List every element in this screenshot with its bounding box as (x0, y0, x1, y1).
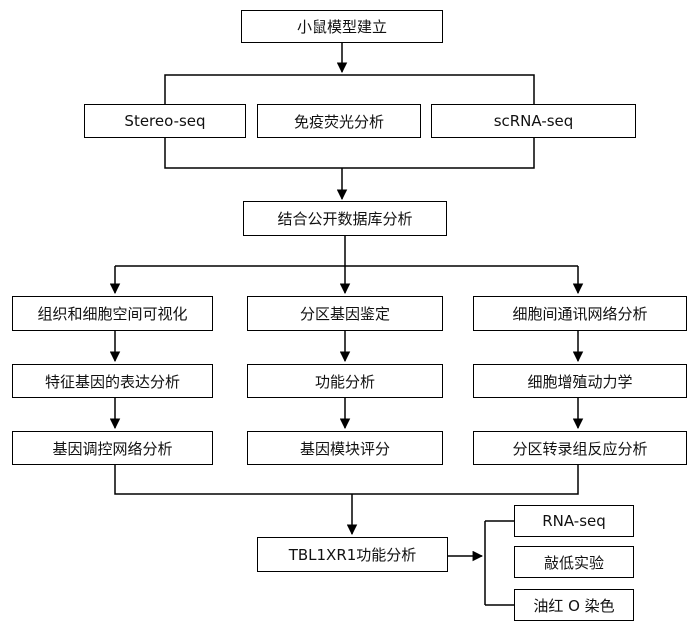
node-stereo-seq: Stereo-seq (84, 104, 246, 138)
line-bottom-merge (114, 465, 579, 495)
node-zone-transcriptome-response: 分区转录组反应分析 (473, 431, 687, 465)
node-scrna-seq: scRNA-seq (431, 104, 636, 138)
node-functional-analysis: 功能分析 (247, 364, 443, 398)
node-feature-gene-expression: 特征基因的表达分析 (12, 364, 213, 398)
line-merge-bottom (164, 138, 535, 169)
node-immunofluorescence: 免疫荧光分析 (257, 104, 421, 138)
node-combine-public-db: 结合公开数据库分析 (243, 201, 447, 236)
node-knockdown-experiment: 敲低实验 (514, 546, 634, 578)
node-oil-red-o-staining: 油红 O 染色 (514, 589, 634, 621)
node-tbl1xr1-analysis: TBL1XR1功能分析 (257, 537, 448, 572)
node-cell-proliferation-dynamics: 细胞增殖动力学 (473, 364, 687, 398)
node-rna-seq: RNA-seq (514, 505, 634, 537)
node-cell-communication-network: 细胞间通讯网络分析 (473, 296, 687, 331)
node-zone-gene-identification: 分区基因鉴定 (247, 296, 443, 331)
node-gene-module-scoring: 基因模块评分 (247, 431, 443, 465)
node-gene-regulatory-network: 基因调控网络分析 (12, 431, 213, 465)
line-split-top (164, 74, 535, 104)
node-mouse-model: 小鼠模型建立 (241, 10, 443, 43)
node-spatial-visualization: 组织和细胞空间可视化 (12, 296, 213, 331)
